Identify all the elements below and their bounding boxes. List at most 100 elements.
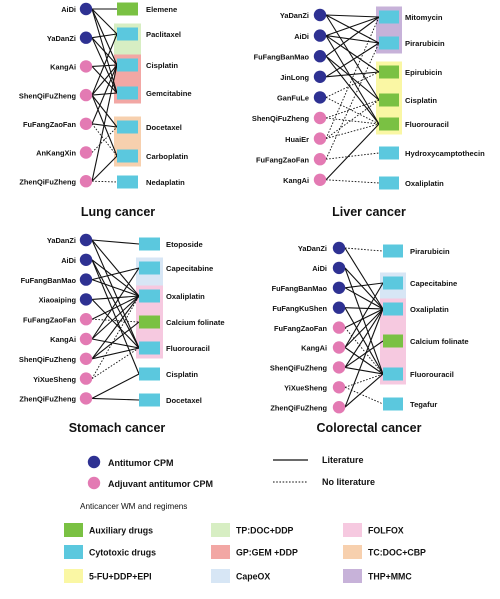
cpm-label: YaDanZi bbox=[47, 34, 76, 43]
drug-label: Paclitaxel bbox=[146, 30, 181, 39]
literature-link bbox=[325, 55, 380, 125]
antitumor-cpm-node bbox=[332, 261, 346, 275]
drug-label: Cisplatin bbox=[166, 370, 198, 379]
adjuvant-cpm-node bbox=[79, 313, 93, 326]
adjuvant-cpm-node bbox=[79, 332, 93, 346]
antitumor-legend-label: Antitumor CPM bbox=[108, 458, 174, 468]
cpm-label: FuFangZaoFan bbox=[274, 324, 327, 333]
cytotoxic-drug-box bbox=[117, 86, 138, 100]
adjuvant-legend-marker bbox=[87, 476, 101, 490]
antitumor-cpm-node bbox=[79, 31, 93, 44]
adjuvant-cpm-node bbox=[79, 88, 93, 102]
literature-link bbox=[325, 35, 380, 73]
no-literature-link bbox=[344, 327, 384, 375]
literature-link bbox=[91, 299, 140, 349]
cytotoxic-drug-box bbox=[379, 36, 399, 50]
adjuvant-cpm-node bbox=[332, 401, 346, 414]
cytotoxic-drug-box bbox=[139, 393, 160, 407]
drug-label: Tegafur bbox=[410, 400, 437, 409]
panel-stomach: YaDanZiAiDiFuFangBanMaoXiaoaipingFuFangZ… bbox=[19, 233, 225, 435]
antitumor-cpm-node bbox=[332, 241, 346, 255]
no-literature-link bbox=[91, 126, 118, 153]
auxiliary-drug-box bbox=[383, 334, 403, 348]
cpm-label: KangAi bbox=[301, 344, 327, 353]
literature-link bbox=[344, 287, 384, 310]
literature-link bbox=[91, 37, 118, 66]
no-literature-link bbox=[91, 123, 118, 157]
drug-label: Calcium folinate bbox=[410, 337, 469, 346]
no-literature-legend-label: No literature bbox=[322, 477, 375, 487]
legend-swatch-folfox bbox=[343, 523, 362, 537]
cytotoxic-drug-box bbox=[383, 302, 403, 316]
legend-label-tp: TP:DOC+DDP bbox=[236, 525, 294, 535]
antitumor-cpm-node bbox=[313, 29, 327, 42]
drug-label: Calcium folinate bbox=[166, 318, 225, 327]
cpm-label: JinLong bbox=[280, 73, 309, 82]
literature-link bbox=[344, 308, 384, 348]
literature-link bbox=[91, 239, 140, 245]
drug-label: Oxaliplatin bbox=[410, 305, 449, 314]
literature-legend-label: Literature bbox=[322, 455, 364, 465]
legend-label-auxiliary: Auxiliary drugs bbox=[89, 525, 153, 535]
literature-link bbox=[91, 347, 140, 360]
legend-label-tc: TC:DOC+CBP bbox=[368, 547, 426, 557]
cpm-label: YiXueSheng bbox=[284, 384, 327, 393]
literature-link bbox=[91, 64, 118, 125]
legend-swatch-auxiliary bbox=[64, 523, 83, 537]
cpm-label: YaDanZi bbox=[47, 236, 76, 245]
panel-liver: YaDanZiAiDiFuFangBanMaoJinLongGanFuLeShe… bbox=[252, 6, 485, 219]
literature-link bbox=[91, 295, 140, 340]
antitumor-cpm-node bbox=[332, 281, 346, 294]
literature-link bbox=[344, 366, 384, 375]
drug-label: Cisplatin bbox=[405, 96, 437, 105]
cytotoxic-drug-box bbox=[117, 175, 138, 189]
no-literature-link bbox=[325, 71, 380, 98]
drug-label: Capecitabine bbox=[166, 264, 213, 273]
cytotoxic-drug-box bbox=[139, 237, 160, 251]
adjuvant-legend-label: Adjuvant antitumor CPM bbox=[108, 479, 213, 489]
adjuvant-cpm-node bbox=[79, 372, 93, 385]
literature-link bbox=[91, 397, 140, 401]
literature-link bbox=[91, 33, 118, 39]
cpm-label: ZhenQiFuZheng bbox=[19, 395, 76, 404]
drug-label: Oxaliplatin bbox=[405, 179, 444, 188]
cytotoxic-drug-box bbox=[379, 176, 399, 190]
no-literature-link bbox=[91, 180, 118, 183]
adjuvant-cpm-node bbox=[79, 392, 93, 405]
cytotoxic-drug-box bbox=[139, 367, 160, 381]
literature-link bbox=[91, 239, 140, 297]
adjuvant-cpm-node bbox=[79, 117, 93, 130]
adjuvant-cpm-node bbox=[332, 321, 346, 334]
legend-swatch-gp bbox=[211, 545, 230, 559]
legend-label-cytotoxic: Cytotoxic drugs bbox=[89, 547, 156, 557]
panel-title: Liver cancer bbox=[332, 205, 406, 219]
literature-link bbox=[344, 308, 384, 329]
drug-label: Oxaliplatin bbox=[166, 292, 205, 301]
literature-link bbox=[325, 16, 380, 37]
legend-swatch-tp bbox=[211, 523, 230, 537]
panel-title: Stomach cancer bbox=[69, 421, 166, 435]
no-literature-link bbox=[325, 179, 380, 184]
cytotoxic-drug-box bbox=[379, 146, 399, 160]
no-literature-link bbox=[325, 152, 380, 160]
auxiliary-drug-box bbox=[379, 93, 399, 107]
adjuvant-cpm-node bbox=[313, 111, 327, 125]
drug-label: Docetaxel bbox=[166, 396, 202, 405]
literature-link bbox=[344, 308, 384, 368]
cpm-label: FuFangBanMao bbox=[21, 276, 77, 285]
auxiliary-drug-box bbox=[139, 315, 160, 329]
adjuvant-cpm-node bbox=[313, 132, 327, 145]
wm-legend-title: Anticancer WM and regimens bbox=[80, 502, 187, 511]
literature-link bbox=[91, 64, 118, 96]
literature-link bbox=[344, 308, 384, 408]
drug-label: Cisplatin bbox=[146, 61, 178, 70]
panel-colorectal: YaDanZiAiDiFuFangBanMaoFuFangKuShenFuFan… bbox=[270, 241, 469, 435]
literature-link bbox=[344, 340, 384, 368]
literature-link bbox=[325, 123, 380, 181]
cpm-label: FuFangZaoFan bbox=[23, 315, 76, 324]
adjuvant-cpm-node bbox=[79, 175, 93, 188]
cpm-label: YaDanZi bbox=[298, 244, 327, 253]
cpm-label: FuFangZaoFan bbox=[23, 120, 76, 129]
cpm-label: FuFangZaoFan bbox=[256, 155, 309, 164]
